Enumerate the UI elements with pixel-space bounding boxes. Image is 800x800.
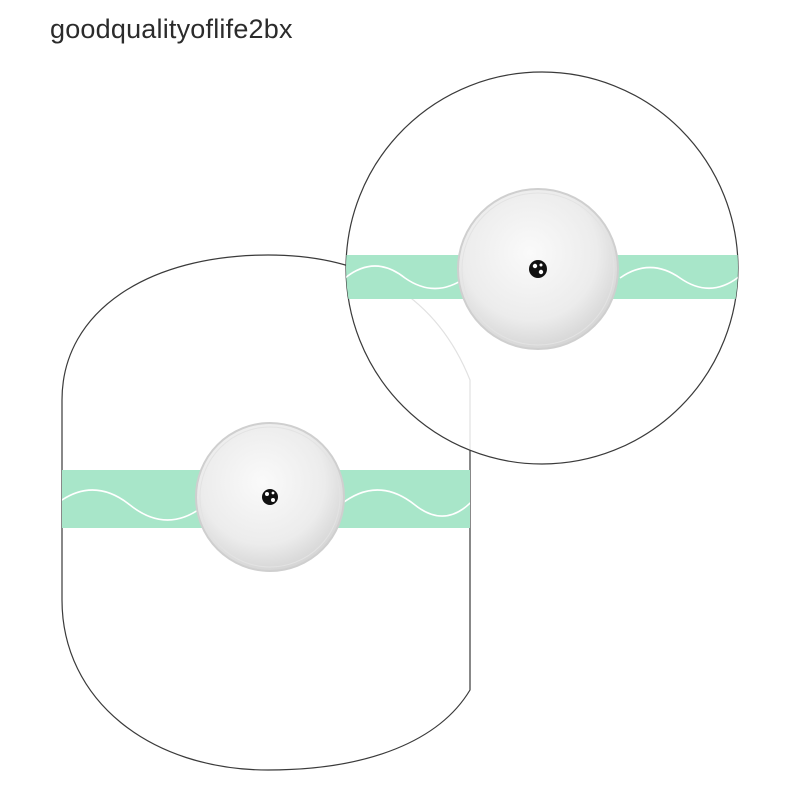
- large-patch: [61, 254, 471, 771]
- watermark-text: goodqualityoflife2bx: [50, 14, 293, 44]
- round-patch-sensor-center: [529, 260, 547, 278]
- large-patch-sensor-center: [262, 489, 278, 505]
- round-patch-wave: [346, 265, 738, 290]
- round-patch: [345, 71, 739, 465]
- large-patch-wave: [62, 489, 470, 521]
